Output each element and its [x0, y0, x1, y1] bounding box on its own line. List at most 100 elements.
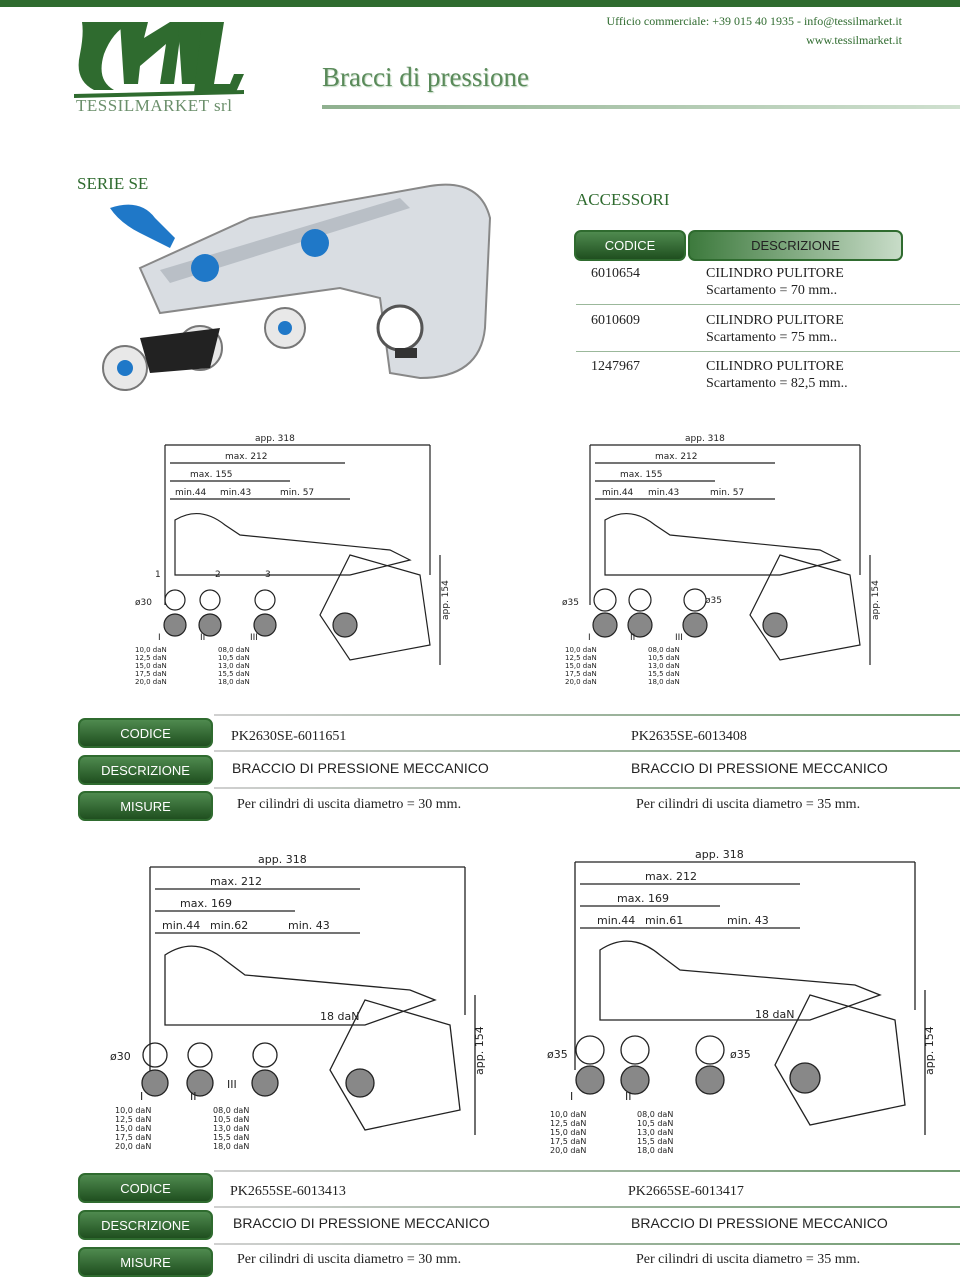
technical-drawing-pk2655: app. 318 max. 212 max. 169 min.44 min.62… — [110, 845, 495, 1160]
accessory-code: 6010609 — [591, 313, 640, 328]
label-codice: CODICE — [78, 718, 213, 748]
load-value: 10,5 daN — [218, 654, 250, 662]
product-description: BRACCIO DI PRESSIONE MECCANICO — [631, 760, 888, 776]
table-divider — [214, 714, 960, 716]
table-divider — [214, 1206, 960, 1208]
accessories-code-header: CODICE — [574, 230, 686, 261]
load-value: 15,5 daN — [213, 1133, 249, 1142]
dim-max212: max. 212 — [655, 452, 698, 462]
load-value: 10,0 daN — [550, 1110, 586, 1119]
accessory-spacing: Scartamento = 75 mm.. — [706, 330, 838, 345]
load-value: 17,5 daN — [550, 1137, 586, 1146]
title-divider — [322, 105, 960, 109]
roller-label-I: I — [140, 1090, 143, 1103]
roller-label-III: III — [675, 633, 683, 643]
load-value: 08,0 daN — [648, 646, 680, 654]
top-bar — [0, 0, 960, 7]
load-value: 15,0 daN — [565, 662, 597, 670]
load-value: 15,5 daN — [648, 670, 680, 678]
load-value: 17,5 daN — [115, 1133, 151, 1142]
load-value: 10,5 daN — [648, 654, 680, 662]
product-description: BRACCIO DI PRESSIONE MECCANICO — [631, 1215, 888, 1231]
accessory-desc: CILINDRO PULITORE — [706, 266, 844, 281]
dim-min57: min. 57 — [280, 488, 314, 498]
load-value: 12,5 daN — [565, 654, 597, 662]
dim-max212: max. 212 — [645, 870, 697, 883]
load-value: 13,0 daN — [648, 662, 680, 670]
page-title: Bracci di pressione — [322, 62, 529, 92]
dim-max155: max. 155 — [620, 470, 663, 480]
dim-min43: min. 43 — [727, 914, 769, 927]
load-value: 18,0 daN — [218, 678, 250, 686]
label-misure: MISURE — [78, 791, 213, 821]
load-value: 12,5 daN — [135, 654, 167, 662]
load-value: 20,0 daN — [565, 678, 597, 686]
force-label: 18 daN — [755, 1008, 794, 1021]
product-code: PK2665SE-6013417 — [628, 1184, 744, 1199]
dim-diameter: ø35 — [562, 598, 579, 608]
load-value: 10,0 daN — [135, 646, 167, 654]
load-value: 18,0 daN — [648, 678, 680, 686]
roller-number-1: 1 — [155, 570, 161, 580]
dim-diameter: ø30 — [135, 598, 152, 608]
load-value: 13,0 daN — [213, 1124, 249, 1133]
product-code: PK2655SE-6013413 — [230, 1184, 346, 1199]
dim-diameter: ø35 — [547, 1048, 568, 1061]
product-description: BRACCIO DI PRESSIONE MECCANICO — [233, 1215, 490, 1231]
dim-min44: min.44 — [175, 488, 207, 498]
technical-drawing-pk2635: app. 318 max. 212 max. 155 min.44 min.43… — [560, 425, 905, 690]
accessory-spacing: Scartamento = 70 mm.. — [706, 283, 838, 298]
load-value: 15,0 daN — [135, 662, 167, 670]
load-value: 17,5 daN — [565, 670, 597, 678]
dim-max169: max. 169 — [180, 897, 232, 910]
product-measure: Per cilindri di uscita diametro = 35 mm. — [636, 797, 861, 812]
logo-text: TESSILMARKET srl — [76, 96, 233, 115]
roller-label-II: II — [630, 633, 635, 643]
dim-diameter: ø30 — [110, 1050, 131, 1063]
roller-label-II: II — [625, 1090, 632, 1103]
force-label: 18 daN — [320, 1010, 359, 1023]
product-photo — [102, 183, 492, 391]
load-value: 20,0 daN — [135, 678, 167, 686]
load-value: 15,0 daN — [550, 1128, 586, 1137]
load-value: 10,5 daN — [637, 1119, 673, 1128]
product-code: PK2630SE-6011651 — [231, 729, 347, 744]
label-codice: CODICE — [78, 1173, 213, 1203]
dim-app318: app. 318 — [695, 848, 744, 861]
load-value: 17,5 daN — [135, 670, 167, 678]
dim-diameter: ø35 — [730, 1048, 751, 1061]
dim-max212: max. 212 — [210, 875, 262, 888]
dim-max169: max. 169 — [617, 892, 669, 905]
product-measure: Per cilindri di uscita diametro = 30 mm. — [237, 1252, 462, 1267]
dim-min43: min. 43 — [288, 919, 330, 932]
accessories-title: ACCESSORI — [576, 190, 670, 209]
table-divider — [214, 750, 960, 752]
series-label: SERIE SE — [77, 174, 149, 193]
accessory-row: 1247967 CILINDRO PULITORE Scartamento = … — [576, 355, 960, 397]
dim-app154: app. 154 — [923, 1026, 936, 1075]
dim-min43: min.43 — [648, 488, 679, 498]
roller-label-III: III — [250, 633, 258, 643]
roller-label-I: I — [588, 633, 591, 643]
technical-drawing-pk2630: app. 318 max. 212 max. 155 min.44 min.43… — [130, 425, 475, 690]
table-divider — [214, 1170, 960, 1172]
dim-min44: min.44 — [602, 488, 634, 498]
dim-min44: min.44 — [162, 919, 200, 932]
dim-max212: max. 212 — [225, 452, 268, 462]
load-value: 20,0 daN — [115, 1142, 151, 1151]
dim-app154: app. 154 — [441, 580, 451, 620]
roller-label-III: III — [227, 1078, 237, 1091]
accessory-code: 1247967 — [591, 359, 640, 374]
accessory-row: 6010609 CILINDRO PULITORE Scartamento = … — [576, 309, 960, 352]
dim-min43: min.43 — [220, 488, 251, 498]
load-value: 08,0 daN — [637, 1110, 673, 1119]
load-value: 10,0 daN — [565, 646, 597, 654]
label-descrizione: DESCRIZIONE — [78, 755, 213, 785]
contact-website: www.tessilmarket.it — [806, 33, 902, 47]
dim-app154: app. 154 — [473, 1026, 486, 1075]
accessory-desc: CILINDRO PULITORE — [706, 313, 844, 328]
dim-app318: app. 318 — [258, 853, 307, 866]
accessory-spacing: Scartamento = 82,5 mm.. — [706, 376, 848, 391]
load-value: 18,0 daN — [637, 1146, 673, 1155]
roller-number-2: 2 — [215, 570, 221, 580]
